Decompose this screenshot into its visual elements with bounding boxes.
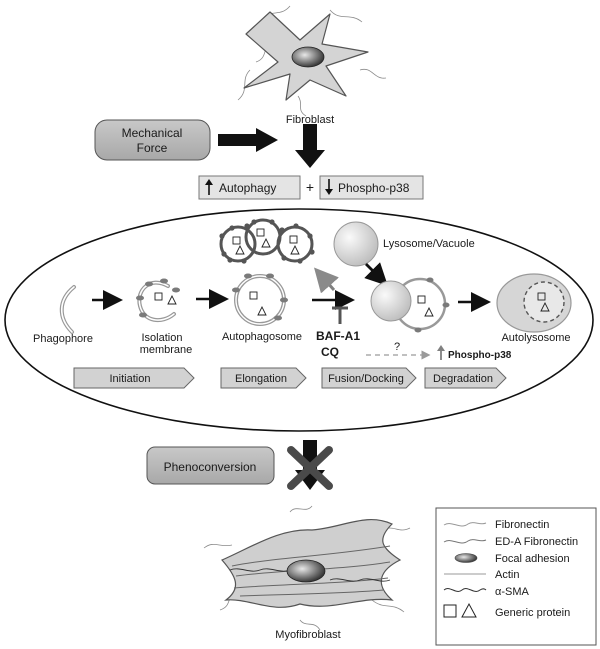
arrow-to-accumulation bbox=[314, 267, 339, 294]
fibroblast-cell bbox=[237, 5, 387, 117]
svg-text:Focal adhesion: Focal adhesion bbox=[495, 553, 570, 565]
phagophore-label: Phagophore bbox=[33, 333, 93, 345]
block-cross-icon bbox=[287, 446, 333, 490]
legend-item-alpha-sma: α-SMA bbox=[443, 586, 530, 598]
phenoconversion-box bbox=[146, 446, 275, 485]
autolysosome-shape bbox=[496, 273, 572, 333]
phospho-p38-small-label: Phospho-p38 bbox=[448, 350, 512, 361]
focal-adhesion-ellipse-icon bbox=[454, 553, 478, 563]
autophagosome-label: Autophagosome bbox=[222, 331, 302, 343]
isolation-label-line1: Isolation bbox=[142, 332, 183, 344]
legend-box bbox=[435, 507, 597, 646]
isolation-membrane-shape bbox=[136, 278, 180, 323]
legend-item-actin: Actin bbox=[444, 569, 519, 581]
legend-item-eda-fibronectin: ED-A Fibronectin bbox=[443, 536, 578, 548]
lysosome-shape bbox=[333, 221, 379, 267]
phenoconversion-label: Phenoconversion bbox=[164, 460, 257, 474]
fusion-shape bbox=[370, 277, 450, 333]
eda-fibronectin-line-icon bbox=[443, 539, 487, 544]
accumulated-autophagosomes bbox=[219, 218, 315, 264]
inhibition-bar bbox=[332, 306, 348, 324]
alpha-sma-wave-icon bbox=[443, 588, 487, 592]
square-icon bbox=[443, 604, 457, 618]
phospho-up-arrow-icon bbox=[437, 345, 445, 360]
fibroblast-nucleus bbox=[291, 46, 325, 68]
legend-item-focal-adhesion: Focal adhesion bbox=[454, 553, 570, 565]
myofibroblast-cell bbox=[203, 505, 411, 631]
force-arrow-down bbox=[295, 124, 325, 168]
autophagy-up-box bbox=[198, 175, 301, 200]
mechanical-force-box bbox=[94, 119, 211, 161]
arrow-lysosome-to-fusion bbox=[364, 262, 388, 286]
legend-item-generic-protein: Generic protein bbox=[443, 602, 570, 619]
lysosome-label: Lysosome/Vacuole bbox=[383, 238, 475, 250]
step-elongation: Elongation bbox=[220, 367, 307, 389]
myofibroblast-nucleus bbox=[286, 559, 326, 583]
svg-text:Actin: Actin bbox=[495, 569, 519, 581]
autophagy-label: Autophagy bbox=[219, 181, 276, 195]
fibronectin-line-icon bbox=[443, 522, 487, 527]
svg-text:α-SMA: α-SMA bbox=[495, 586, 530, 598]
up-arrow-icon bbox=[205, 179, 213, 195]
mechanical-force-label-line2: Force bbox=[137, 141, 168, 155]
mechanical-force-label-line1: Mechanical bbox=[122, 126, 183, 140]
myofibroblast-label: Myofibroblast bbox=[275, 629, 340, 641]
svg-text:Fusion/Docking: Fusion/Docking bbox=[328, 373, 404, 385]
svg-text:Elongation: Elongation bbox=[235, 373, 287, 385]
svg-text:Degradation: Degradation bbox=[433, 373, 493, 385]
svg-text:ED-A Fibronectin: ED-A Fibronectin bbox=[495, 536, 578, 548]
step-initiation: Initiation bbox=[73, 367, 195, 389]
autophagosome-shape bbox=[232, 273, 288, 326]
phospho-p38-label: Phospho-p38 bbox=[338, 181, 410, 195]
svg-text:Fibronectin: Fibronectin bbox=[495, 519, 549, 531]
autolysosome-label: Autolysosome bbox=[501, 332, 570, 344]
question-mark: ? bbox=[394, 341, 400, 353]
baf-a1-label: BAF-A1 bbox=[316, 329, 360, 343]
down-arrow-icon bbox=[325, 179, 333, 195]
triangle-icon bbox=[461, 602, 477, 618]
step-fusion-docking: Fusion/Docking bbox=[321, 367, 417, 389]
phospho-p38-down-box bbox=[319, 175, 424, 200]
isolation-label-line2: membrane bbox=[140, 344, 193, 356]
force-arrow-right bbox=[218, 128, 278, 152]
svg-text:Initiation: Initiation bbox=[110, 373, 151, 385]
step-degradation: Degradation bbox=[424, 367, 507, 389]
legend-item-fibronectin: Fibronectin bbox=[443, 519, 549, 531]
cq-label: CQ bbox=[321, 345, 339, 359]
fibroblast-label: Fibroblast bbox=[286, 114, 334, 126]
svg-text:Generic protein: Generic protein bbox=[495, 607, 570, 619]
plus-sign: + bbox=[306, 179, 314, 195]
